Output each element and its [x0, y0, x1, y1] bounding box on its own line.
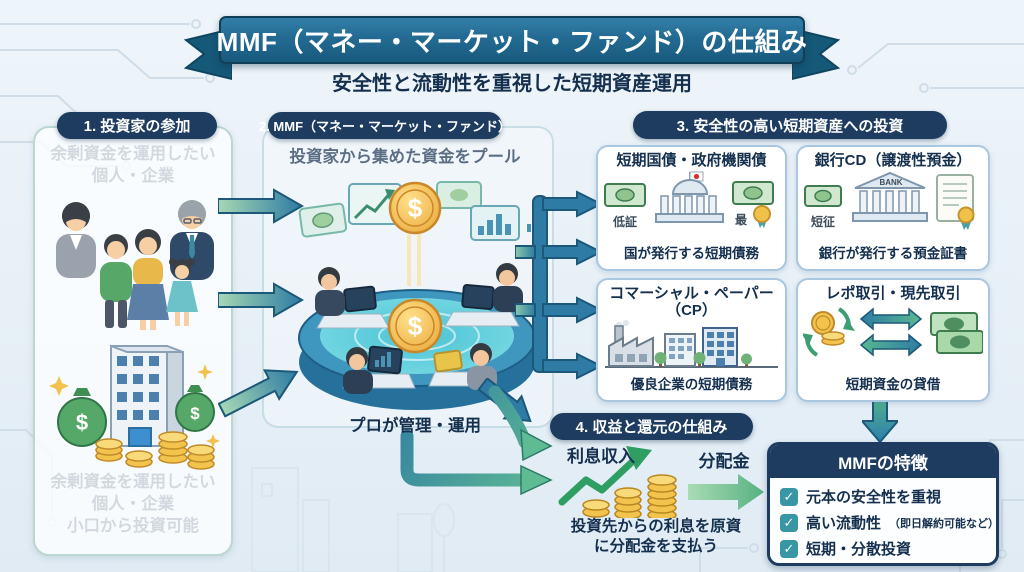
- investors-family-illustration: [56, 200, 214, 330]
- banknotes-icon: [930, 311, 983, 354]
- section3-badge: 3. 安全性の高い短期資産への投資: [633, 111, 947, 139]
- svg-text:$: $: [76, 410, 88, 435]
- dividend-label: 分配金: [698, 452, 750, 471]
- asset-box-government-bonds: 短期国債・政府機関債 低証 最 国が発行する短期債務: [596, 145, 787, 271]
- flow-arrows-fund-to-assets: [515, 190, 603, 380]
- flow-arrow-repo-to-features: [862, 401, 898, 443]
- section2-caption: 投資家から集めた資金をプール: [289, 148, 521, 166]
- mmf-features-title: MMFの特徴: [770, 445, 996, 478]
- fund-pool-illustration: $: [298, 181, 543, 410]
- svg-text:低証: 低証: [612, 214, 637, 229]
- city-skyline-decoration: [251, 467, 455, 572]
- fund-manager-icon: [444, 263, 523, 327]
- check-icon: ✓: [780, 513, 798, 532]
- asset-box-commercial-paper: コマーシャル・ペーパー （CP）: [596, 278, 787, 402]
- feature-item: ✓ 元本の安全性を重視: [780, 486, 986, 507]
- sparkle-icon: [49, 364, 220, 448]
- mmf-features-box: MMFの特徴 ✓ 元本の安全性を重視 ✓ 高い流動性 （即日解約可能など） ✓ …: [767, 442, 999, 566]
- svg-text:$: $: [408, 193, 423, 223]
- tree-icon: [654, 351, 752, 367]
- svg-text:$: $: [408, 311, 423, 341]
- company-building-money-illustration: $ $: [49, 345, 220, 470]
- section1-badge: 1. 投資家の参加: [57, 112, 217, 139]
- section2-bottom-caption: プロが管理・運用: [349, 417, 481, 435]
- double-arrow-icon: [859, 307, 923, 357]
- svg-text:短征: 短征: [811, 214, 835, 229]
- fund-manager-icon: [342, 345, 416, 394]
- section1-panel: [33, 126, 233, 556]
- page-title: MMF（マネー・マーケット・ファンド）の仕組み: [216, 26, 808, 57]
- section4-badge: 4. 収益と還元の仕組み: [550, 413, 753, 440]
- svg-text:BANK: BANK: [879, 178, 902, 187]
- companies-factory-illustration: [605, 319, 778, 368]
- money-bag-icon: $: [57, 388, 107, 447]
- banner-ribbon: MMF（マネー・マーケット・ファンド）の仕組み: [216, 16, 808, 64]
- flow-arrows-investors-to-fund: [218, 188, 304, 418]
- section2-badge: 2. MMF（マネー・マーケット・ファンド）: [259, 112, 511, 139]
- feature-item: ✓ 短期・分散投資: [780, 538, 986, 559]
- coin-stack-icon: [95, 431, 215, 470]
- fund-manager-icon: [315, 267, 390, 329]
- government-building-icon: 低証 最: [604, 171, 774, 229]
- medal-icon: [753, 204, 771, 228]
- check-icon: ✓: [780, 539, 798, 558]
- interest-income-label: 利息収入: [567, 447, 635, 466]
- section4-caption: 投資先からの利息を原資 に分配金を支払う: [570, 518, 742, 556]
- coin-cycle-icon: [803, 307, 855, 357]
- svg-text:$: $: [190, 404, 200, 423]
- feature-item: ✓ 高い流動性 （即日解約可能など）: [780, 512, 996, 533]
- dividend-arrow-icon: [688, 474, 764, 510]
- svg-text:最: 最: [735, 213, 748, 227]
- check-icon: ✓: [780, 487, 798, 506]
- bank-building-icon: 短征 BANK: [804, 171, 975, 230]
- asset-box-bank-cd: 銀行CD（譲渡性預金） 短征 BANK: [796, 145, 990, 271]
- repo-exchange-illustration: [803, 307, 983, 357]
- interest-growth-illustration: [558, 446, 677, 518]
- flow-arrows-fund-to-returns: [400, 378, 553, 496]
- certificate-icon: [936, 173, 975, 230]
- money-bag-icon: $: [175, 385, 215, 432]
- page-subtitle: 安全性と流動性を重視した短期資産運用: [332, 73, 692, 95]
- asset-box-repo: レポ取引・現先取引: [796, 278, 990, 402]
